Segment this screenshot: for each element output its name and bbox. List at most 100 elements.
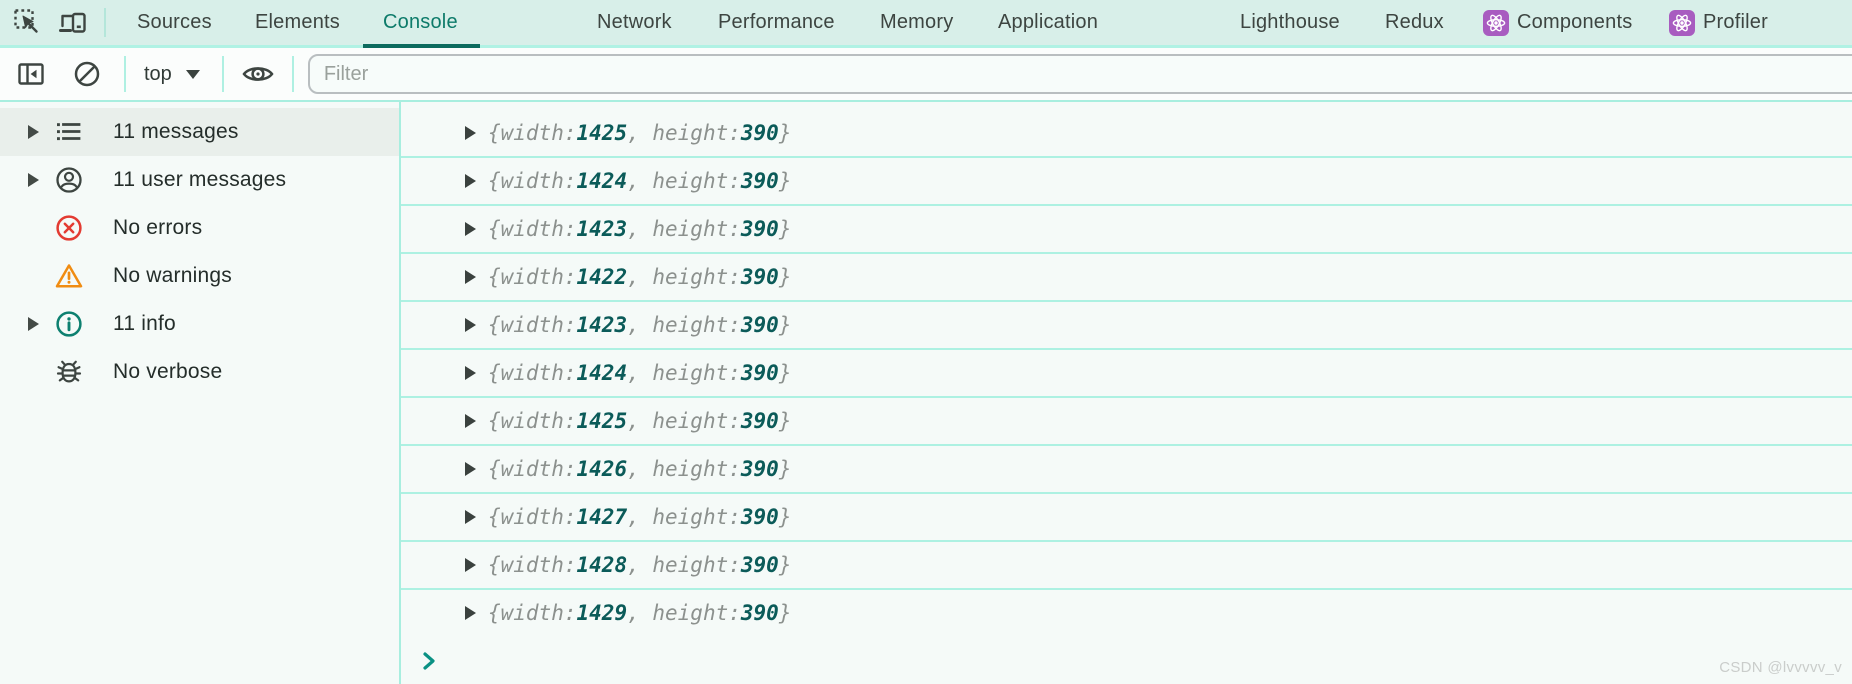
info-icon xyxy=(54,309,84,339)
sidebar-item-label: 11 messages xyxy=(113,120,239,143)
expand-triangle-icon[interactable] xyxy=(465,270,476,284)
javascript-context-selector[interactable]: top xyxy=(144,63,200,86)
expand-triangle-icon[interactable] xyxy=(465,318,476,332)
object-preview-open: {width: xyxy=(488,553,577,577)
console-message-row[interactable]: {width: 1424, height: 390} xyxy=(401,156,1852,204)
object-preview-close: } xyxy=(778,121,792,145)
expand-triangle-icon[interactable] xyxy=(465,414,476,428)
sidebar-item-info[interactable]: 11 info xyxy=(0,300,399,348)
tab-network[interactable]: Network xyxy=(597,0,672,45)
object-preview-open: {width: xyxy=(488,601,577,625)
tab-label: Sources xyxy=(137,11,212,33)
console-message-row[interactable]: {width: 1423, height: 390} xyxy=(401,204,1852,252)
console-message-row[interactable]: {width: 1425, height: 390} xyxy=(401,110,1852,156)
console-message-row[interactable]: {width: 1426, height: 390} xyxy=(401,444,1852,492)
error-icon xyxy=(54,213,84,243)
expand-triangle-icon[interactable] xyxy=(465,366,476,380)
object-preview-separator: , height: xyxy=(627,217,741,241)
sidebar-item-user-messages[interactable]: 11 user messages xyxy=(0,156,399,204)
tab-sources[interactable]: Sources xyxy=(137,0,212,45)
tab-react-components[interactable]: Components xyxy=(1483,0,1632,45)
sidebar-item-label: 11 user messages xyxy=(113,168,287,191)
sidebar-item-warnings[interactable]: No warnings xyxy=(0,252,399,300)
object-preview-open: {width: xyxy=(488,265,577,289)
object-preview-close: } xyxy=(778,217,792,241)
height-value: 390 xyxy=(740,313,779,337)
object-preview-close: } xyxy=(778,361,792,385)
expand-triangle-icon[interactable] xyxy=(465,462,476,476)
object-preview-close: } xyxy=(778,409,792,433)
console-input-prompt[interactable] xyxy=(401,648,1852,674)
object-preview-separator: , height: xyxy=(627,265,741,289)
sidebar-item-errors[interactable]: No errors xyxy=(0,204,399,252)
object-preview-separator: , height: xyxy=(627,313,741,337)
console-message-row[interactable]: {width: 1429, height: 390} xyxy=(401,588,1852,636)
width-value: 1427 xyxy=(576,505,628,529)
clear-console-icon[interactable] xyxy=(72,59,102,89)
object-preview-separator: , height: xyxy=(627,553,741,577)
tab-redux[interactable]: Redux xyxy=(1385,0,1444,45)
console-message-row[interactable]: {width: 1422, height: 390} xyxy=(401,252,1852,300)
expand-triangle-icon[interactable] xyxy=(465,510,476,524)
sidebar-item-verbose[interactable]: No verbose xyxy=(0,348,399,396)
tab-performance[interactable]: Performance xyxy=(718,0,835,45)
console-main: 11 messages 11 user messages xyxy=(0,102,1852,684)
console-sidebar: 11 messages 11 user messages xyxy=(0,102,401,684)
list-icon xyxy=(54,117,84,147)
console-message-row[interactable]: {width: 1428, height: 390} xyxy=(401,540,1852,588)
console-message-row[interactable]: {width: 1423, height: 390} xyxy=(401,300,1852,348)
object-preview-separator: , height: xyxy=(627,409,741,433)
width-value: 1422 xyxy=(576,265,628,289)
width-value: 1423 xyxy=(576,217,628,241)
console-sidebar-toggle-icon[interactable] xyxy=(16,59,46,89)
object-preview-separator: , height: xyxy=(627,505,741,529)
expand-triangle-icon[interactable] xyxy=(465,126,476,140)
object-preview-separator: , height: xyxy=(627,169,741,193)
prompt-chevron-icon xyxy=(423,652,435,670)
expand-triangle-icon[interactable] xyxy=(465,558,476,572)
object-preview-open: {width: xyxy=(488,457,577,481)
expand-triangle-icon[interactable] xyxy=(465,174,476,188)
object-preview-open: {width: xyxy=(488,505,577,529)
sidebar-item-label: No errors xyxy=(113,216,203,239)
tab-memory[interactable]: Memory xyxy=(880,0,953,45)
tab-elements[interactable]: Elements xyxy=(255,0,340,45)
tabbar-separator xyxy=(104,8,106,37)
object-preview-open: {width: xyxy=(488,217,577,241)
tab-react-profiler[interactable]: Profiler xyxy=(1669,0,1768,45)
inspect-element-icon[interactable] xyxy=(12,7,42,37)
console-message-row[interactable]: {width: 1425, height: 390} xyxy=(401,396,1852,444)
warning-icon xyxy=(54,261,84,291)
console-message-row[interactable]: {width: 1424, height: 390} xyxy=(401,348,1852,396)
tab-label: Performance xyxy=(718,11,835,33)
width-value: 1426 xyxy=(576,457,628,481)
expand-triangle-icon[interactable] xyxy=(28,317,39,331)
live-expression-eye-icon[interactable] xyxy=(240,59,276,89)
expand-triangle-icon[interactable] xyxy=(465,222,476,236)
filter-input[interactable] xyxy=(307,54,1852,94)
toolbar-separator xyxy=(291,56,294,92)
height-value: 390 xyxy=(740,505,779,529)
expand-triangle-icon[interactable] xyxy=(28,125,39,139)
tab-application[interactable]: Application xyxy=(998,0,1098,45)
console-log-area: {width: 1425, height: 390} {width: 1424,… xyxy=(401,102,1852,684)
tab-console[interactable]: Console xyxy=(383,0,458,45)
expand-triangle-icon[interactable] xyxy=(28,173,39,187)
width-value: 1425 xyxy=(576,409,628,433)
expand-triangle-icon[interactable] xyxy=(465,606,476,620)
console-message-row[interactable]: {width: 1427, height: 390} xyxy=(401,492,1852,540)
height-value: 390 xyxy=(740,457,779,481)
sidebar-item-label: 11 info xyxy=(113,312,176,335)
tabbar-bottom-strip xyxy=(0,45,1852,48)
height-value: 390 xyxy=(740,265,779,289)
object-preview-separator: , height: xyxy=(627,457,741,481)
object-preview-close: } xyxy=(778,265,792,289)
toolbar-separator xyxy=(221,56,224,92)
sidebar-item-all-messages[interactable]: 11 messages xyxy=(0,108,399,156)
tab-lighthouse[interactable]: Lighthouse xyxy=(1240,0,1340,45)
device-toolbar-icon[interactable] xyxy=(58,7,88,37)
user-icon xyxy=(54,165,84,195)
width-value: 1425 xyxy=(576,121,628,145)
object-preview-separator: , height: xyxy=(627,361,741,385)
react-atom-icon xyxy=(1669,9,1695,36)
